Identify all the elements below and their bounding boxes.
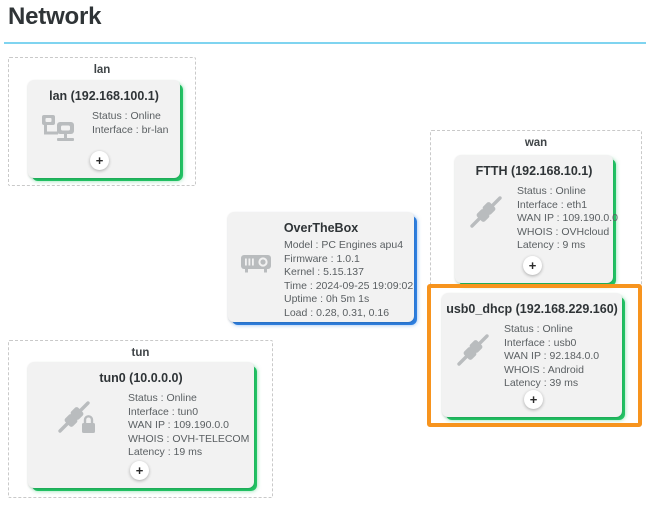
plus-icon: +: [135, 462, 144, 478]
card-ftth-title: FTTH (192.168.10.1): [475, 164, 593, 178]
prop-latency: Latency : 19 ms: [128, 446, 203, 458]
card-lan-props: Status : Online Interface : br-lan: [90, 110, 180, 137]
plus-icon: +: [529, 391, 538, 407]
plus-icon: +: [95, 152, 104, 168]
card-tun0-add-button[interactable]: +: [130, 461, 149, 480]
card-lan-body: Status : Online Interface : br-lan: [28, 110, 180, 144]
title-divider: [4, 42, 646, 44]
card-ftth[interactable]: FTTH (192.168.10.1) Status : Online Inte…: [455, 155, 618, 286]
card-lan[interactable]: lan (192.168.100.1) Status : Online Inte…: [28, 80, 183, 181]
card-overthebox-body: Model : PC Engines apu4 Firmware : 1.0.1…: [228, 239, 414, 320]
device-box-icon: [228, 239, 284, 275]
prop-interface: Interface : eth1: [517, 198, 588, 211]
card-tun0-title: tun0 (10.0.0.0): [99, 371, 183, 385]
card-usb0-dhcp-title: usb0_dhcp (192.168.229.160): [446, 302, 618, 316]
prop-latency: Latency : 9 ms: [517, 239, 586, 251]
prop-wan-ip: WAN IP : 109.190.0.0: [128, 419, 229, 431]
group-lan: lan: [8, 57, 196, 186]
group-lan-label: lan: [93, 64, 111, 76]
card-usb0-dhcp-body: Status : Online Interface : usb0 WAN IP …: [442, 323, 622, 391]
card-overthebox-props: Model : PC Engines apu4 Firmware : 1.0.1…: [284, 239, 419, 320]
group-wan-label: wan: [524, 137, 548, 149]
prop-latency: Latency : 39 ms: [504, 377, 579, 389]
card-ftth-add-button[interactable]: +: [523, 256, 542, 275]
card-lan-add-button[interactable]: +: [90, 151, 109, 170]
plus-icon: +: [528, 257, 537, 273]
card-usb0-dhcp-props: Status : Online Interface : usb0 WAN IP …: [504, 323, 622, 391]
prop-wan-ip: WAN IP : 109.190.0.0: [517, 212, 618, 224]
prop-status: Status : Online: [517, 185, 586, 197]
card-lan-title: lan (192.168.100.1): [49, 89, 159, 103]
card-tun0[interactable]: tun0 (10.0.0.0) Status : Online Interfac…: [28, 362, 257, 491]
group-tun: tun: [8, 340, 273, 498]
plug-connector-icon: [455, 185, 517, 229]
card-ftth-props: Status : Online Interface : eth1 WAN IP …: [517, 185, 624, 253]
prop-uptime: Uptime : 0h 5m 1s: [284, 293, 370, 305]
group-tun-label: tun: [131, 347, 150, 359]
page-title: Network: [8, 3, 102, 30]
prop-status: Status : Online: [128, 392, 197, 404]
card-overthebox-title: OverTheBox: [283, 221, 359, 235]
prop-load: Load : 0.28, 0.31, 0.16: [284, 306, 390, 319]
prop-interface: Interface : br-lan: [92, 123, 169, 136]
plug-connector-lock-icon: [28, 392, 128, 436]
prop-kernel: Kernel : 5.15.137: [284, 266, 364, 278]
prop-status: Status : Online: [504, 323, 573, 335]
plug-connector-icon: [442, 323, 504, 367]
prop-whois: WHOIS : OVHcloud: [517, 225, 610, 238]
prop-interface: Interface : tun0: [128, 405, 199, 418]
card-overthebox[interactable]: OverTheBox Model : PC Engines apu4 Firmw…: [228, 212, 417, 325]
prop-time: Time : 2024-09-25 19:09:02: [284, 279, 414, 292]
card-ftth-body: Status : Online Interface : eth1 WAN IP …: [455, 185, 618, 253]
card-tun0-body: Status : Online Interface : tun0 WAN IP …: [28, 392, 254, 460]
prop-firmware: Firmware : 1.0.1: [284, 252, 360, 265]
prop-whois: WHOIS : Android: [504, 363, 584, 376]
prop-interface: Interface : usb0: [504, 336, 577, 349]
prop-status: Status : Online: [92, 110, 161, 122]
card-usb0-dhcp-add-button[interactable]: +: [524, 390, 543, 409]
prop-wan-ip: WAN IP : 92.184.0.0: [504, 350, 600, 362]
card-tun0-props: Status : Online Interface : tun0 WAN IP …: [128, 392, 255, 460]
prop-model: Model : PC Engines apu4: [284, 239, 404, 251]
network-sitemap-icon: [28, 110, 90, 144]
prop-whois: WHOIS : OVH-TELECOM: [128, 432, 250, 445]
card-usb0-dhcp[interactable]: usb0_dhcp (192.168.229.160) Status : Onl…: [442, 293, 625, 420]
